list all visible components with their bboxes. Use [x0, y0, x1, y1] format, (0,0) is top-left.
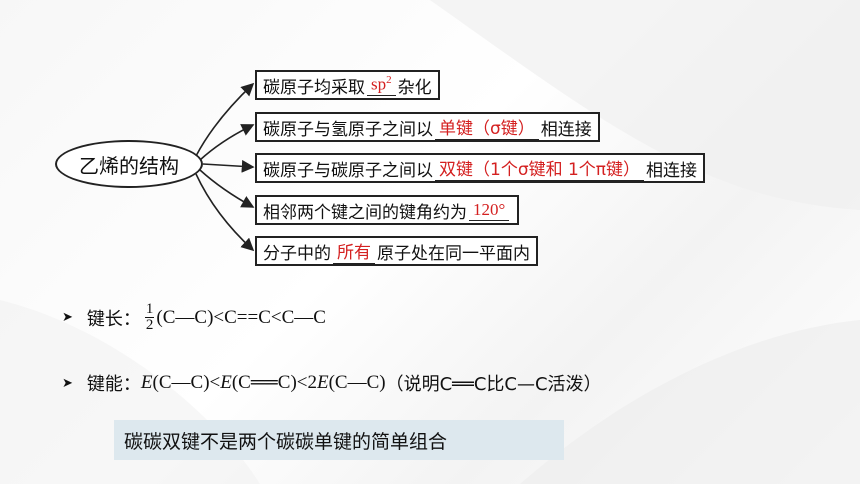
- root-label: 乙烯的结构: [79, 153, 179, 178]
- branch-1-pre: 碳原子均采取: [263, 77, 365, 98]
- bond-energy-label: 键能：: [86, 374, 141, 395]
- branch-5-answer: 所有: [333, 238, 375, 264]
- branch-4-answer: 120°: [469, 200, 510, 221]
- branch-1-answer: sp2: [367, 74, 396, 96]
- branch-3: 碳原子与碳原子之间以 双键（1个σ键和 1个π键） 相连接: [255, 153, 706, 183]
- bond-length-row: ➤ 键长： 1 2 (C—C)<C==C<C—C: [62, 302, 326, 333]
- arrow-bullet-icon: ➤: [62, 310, 73, 325]
- branch-4-pre: 相邻两个键之间的键角约为: [263, 202, 467, 223]
- branch-2-answer: 单键（σ键）: [435, 114, 539, 140]
- branch-3-pre: 碳原子与碳原子之间以: [263, 160, 433, 181]
- branch-1-post: 杂化: [397, 77, 432, 98]
- bond-energy-row: ➤ 键能： E(C—C)<E(C══C)<2E(C—C) （说明C══C比C—C…: [62, 370, 602, 396]
- connector-5: [195, 173, 255, 252]
- bond-length-label: 键长：: [86, 308, 141, 330]
- branch-2: 碳原子与氢原子之间以 单键（σ键） 相连接: [255, 112, 600, 142]
- connector-2: [199, 124, 255, 161]
- branch-3-answer: 双键（1个σ键和 1个π键）: [435, 155, 645, 181]
- branch-2-pre: 碳原子与氢原子之间以: [263, 119, 433, 140]
- conclusion-box: 碳碳双键不是两个碳碳单键的简单组合: [114, 420, 564, 460]
- connector-3: [202, 159, 255, 173]
- bond-energy-expression: E(C—C)<E(C══C)<2E(C—C): [140, 372, 386, 393]
- connector-1: [195, 82, 255, 157]
- branch-1: 碳原子均采取 sp2 杂化: [255, 70, 440, 100]
- branch-2-post: 相连接: [540, 119, 592, 140]
- branch-4: 相邻两个键之间的键角约为 120°: [255, 195, 520, 225]
- arrow-bullet-icon: ➤: [62, 375, 73, 391]
- branch-5-pre: 分子中的: [263, 243, 331, 264]
- fraction-half: 1 2: [144, 301, 155, 333]
- bond-length-expression: (C—C)<C==C<C—C: [156, 306, 326, 328]
- branch-5-post: 原子处在同一平面内: [377, 243, 530, 264]
- bond-energy-note: （说明C══C比C—C活泼）: [385, 374, 602, 395]
- branch-3-post: 相连接: [646, 160, 698, 181]
- connector-4: [199, 169, 255, 208]
- mindmap-root: 乙烯的结构: [55, 140, 203, 188]
- branch-5: 分子中的 所有 原子处在同一平面内: [255, 236, 538, 266]
- conclusion-text: 碳碳双键不是两个碳碳单键的简单组合: [124, 430, 448, 453]
